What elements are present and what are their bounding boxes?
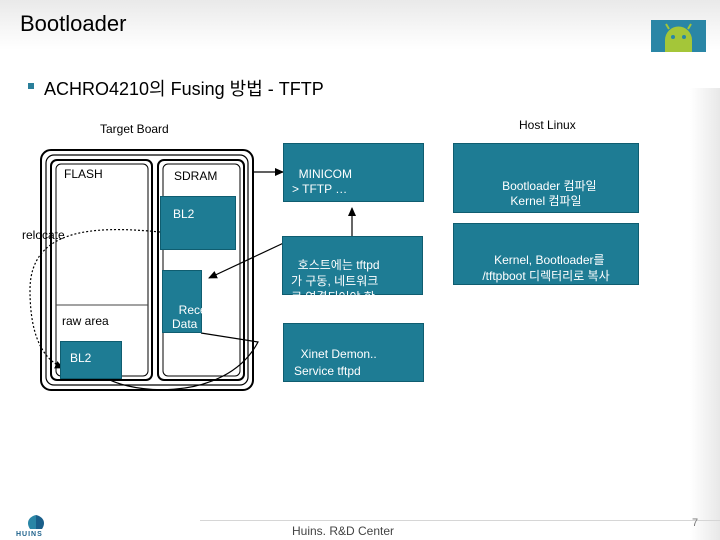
raw-area-label: raw area [62, 314, 109, 328]
host-linux-label: Host Linux [519, 118, 576, 132]
receive-data-label: Receive Data [172, 303, 223, 331]
copy-text: Kernel, Bootloader를 /tftpboot 디렉터리로 복사 [482, 253, 610, 283]
relocate-label: relocate [22, 228, 65, 242]
flash-label: FLASH [64, 167, 103, 181]
minicom-box: MINICOM > TFTP … [283, 143, 424, 202]
compile-box: Bootloader 컴파일 Kernel 컴파일 [453, 143, 639, 213]
xinet-box: Xinet Demon.. Service tftpd [283, 323, 424, 382]
compile-text: Bootloader 컴파일 Kernel 컴파일 [502, 179, 597, 208]
copy-box: Kernel, Bootloader를 /tftpboot 디렉터리로 복사 [453, 223, 639, 285]
footer-text: Huins. R&D Center [292, 524, 395, 538]
page-number: 7 [692, 517, 699, 529]
footer-logo-text: HUINS [16, 531, 43, 538]
target-board-label: Target Board [100, 122, 169, 136]
slide-title: Bootloader [20, 11, 127, 36]
bl2-sdram-box: BL2 [160, 196, 236, 250]
bl2-flash-box: BL2 [60, 341, 122, 379]
bullet-icon [28, 83, 34, 89]
decorative-bar [690, 88, 720, 540]
target-board-frame [40, 149, 254, 391]
slide-subtitle: ACHRO4210의 Fusing 방법 - TFTP [44, 79, 324, 99]
relocate-arrow [29, 228, 161, 369]
footer-divider [200, 520, 720, 521]
arrow-to-bl2-flash [97, 332, 259, 391]
bl2-sdram-label: BL2 [173, 207, 195, 221]
bl2-flash-label: BL2 [70, 351, 92, 365]
xinet-text: Xinet Demon.. Service tftpd [294, 347, 377, 378]
host-note-text: 호스트에는 tftpd 가 구동, 네트워크 로 연결되어야 함 [291, 258, 380, 304]
huins-logo-icon [16, 513, 56, 539]
receive-data-box: Receive Data [162, 270, 222, 333]
minicom-text: MINICOM > TFTP … [292, 167, 352, 196]
host-note-box: 호스트에는 tftpd 가 구동, 네트워크 로 연결되어야 함 [282, 236, 423, 304]
header-band [0, 0, 720, 50]
sdram-label: SDRAM [174, 169, 218, 183]
sdram-box [157, 159, 245, 381]
arrow-to-receive-data [208, 239, 291, 279]
android-logo-icon [651, 20, 706, 52]
